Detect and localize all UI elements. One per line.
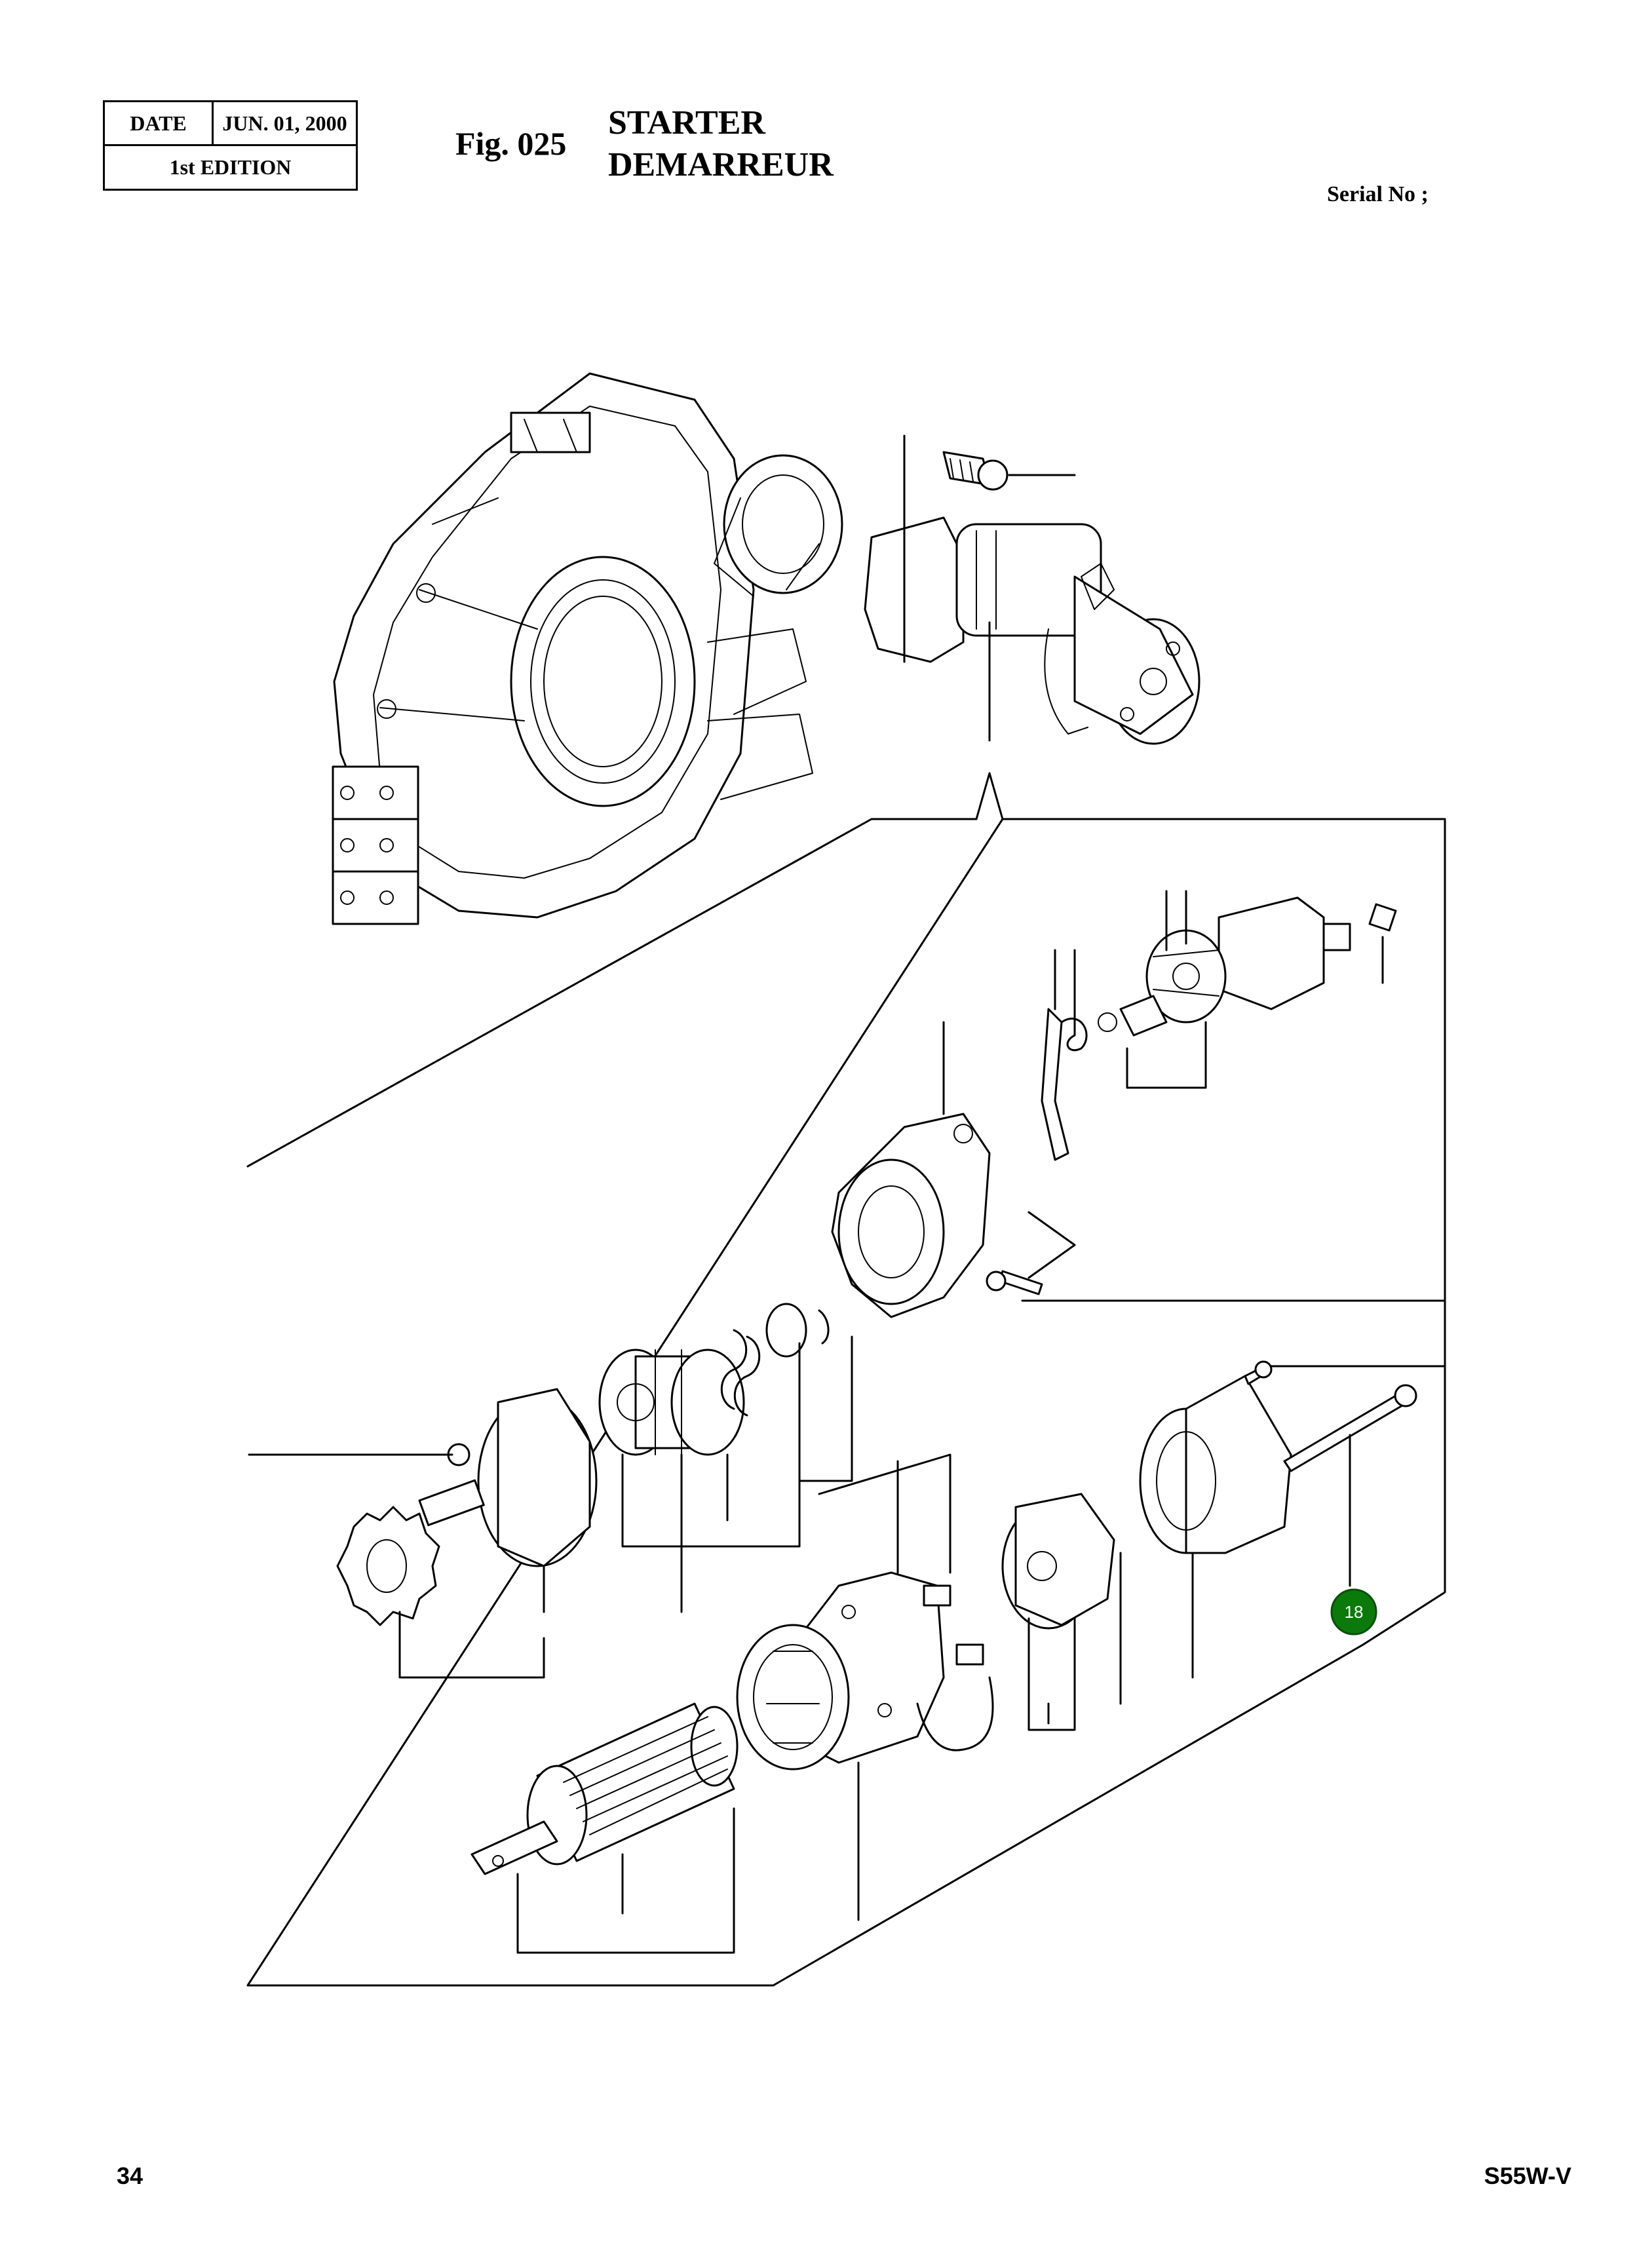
- serial-number-label: Serial No ;: [1327, 182, 1429, 206]
- yoke-assembly: [736, 1453, 994, 1921]
- through-bolt: [1244, 1360, 1446, 1587]
- date-value: JUN. 01, 2000: [222, 111, 347, 135]
- figure-number: Fig. 025: [455, 125, 567, 162]
- title-english: STARTER: [608, 104, 765, 142]
- armature: [471, 1702, 739, 1954]
- solenoid-group: [1098, 890, 1397, 1089]
- date-label: DATE: [105, 102, 214, 144]
- date-row: DATE JUN. 01, 2000: [105, 102, 356, 146]
- gear-cover: [248, 1388, 598, 1613]
- model-name: S55W-V: [1484, 2162, 1571, 2189]
- flywheel-housing: [332, 372, 843, 925]
- exploded-view-frame: [246, 818, 1446, 1987]
- callout-18-label: 18: [1345, 1602, 1364, 1622]
- shift-lever-group: [1041, 949, 1088, 1161]
- drive-housing: [831, 1021, 1446, 1318]
- starter-assembly: [864, 434, 1201, 745]
- date-edition-box: DATE JUN. 01, 2000 1st EDITION: [103, 100, 358, 191]
- exploded-view-pointer: [975, 772, 1004, 820]
- pinion-gear: [336, 1479, 545, 1679]
- edition-label: 1st EDITION: [169, 155, 292, 179]
- clutch-group: [598, 1303, 853, 1613]
- rear-cover: [1139, 1375, 1292, 1679]
- callout-18: 18: [1330, 1588, 1377, 1636]
- title-french: DEMARREUR: [608, 146, 834, 183]
- page-number: 34: [117, 2162, 144, 2189]
- brush-holder: [1001, 1493, 1122, 1731]
